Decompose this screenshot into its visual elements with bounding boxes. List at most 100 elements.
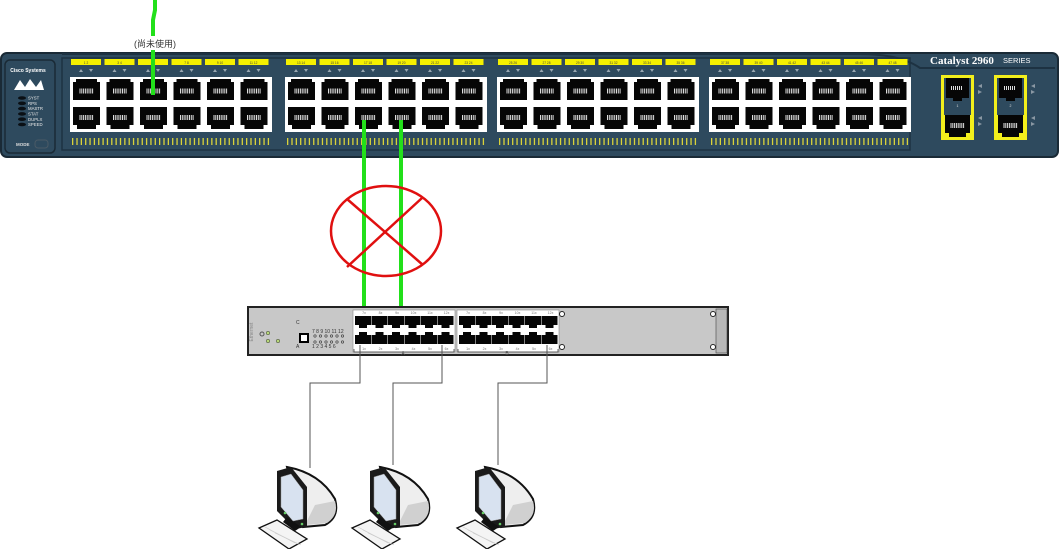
port-pin [887, 88, 889, 94]
patch-port-bottom[interactable] [421, 332, 437, 344]
switch-port-top[interactable] [634, 79, 661, 100]
switch-port-top[interactable] [106, 79, 134, 100]
uplink-rj45-port[interactable] [945, 115, 970, 137]
patch-port-bottom[interactable] [404, 332, 421, 344]
switch-port-bottom[interactable] [173, 107, 201, 129]
switch-port-bottom[interactable] [455, 107, 483, 129]
activity-led [629, 138, 631, 145]
patch-port-top[interactable] [459, 316, 475, 328]
switch-port-bottom[interactable] [712, 107, 739, 129]
switch-port-top[interactable] [321, 79, 349, 100]
switch-port-top[interactable] [288, 79, 315, 100]
switch-port-bottom[interactable] [846, 107, 873, 129]
patch-port-bottom[interactable] [508, 332, 525, 344]
switch-port-bottom[interactable] [388, 107, 416, 129]
switch-port-bottom[interactable] [533, 107, 561, 129]
switch-port-bottom[interactable] [240, 107, 268, 129]
patch-port-bottom[interactable] [525, 332, 541, 344]
switch-port-top[interactable] [240, 79, 268, 100]
patch-port-label: 4x [412, 347, 416, 351]
port-number-label-bg [565, 59, 595, 65]
switch-port-top[interactable] [879, 79, 907, 100]
patch-port-top[interactable] [525, 316, 541, 328]
uplink-rj45-port[interactable] [998, 115, 1023, 137]
switch-port-top[interactable] [207, 79, 234, 100]
switch-port-top[interactable] [73, 79, 100, 100]
patch-port-bottom[interactable] [371, 332, 388, 344]
port-pin [577, 88, 579, 94]
switch-port-bottom[interactable] [140, 107, 167, 129]
switch-port-top[interactable] [567, 79, 594, 100]
switch-port-top[interactable] [667, 79, 695, 100]
switch-port-bottom[interactable] [745, 107, 773, 129]
patch-port-top[interactable] [508, 316, 525, 328]
switch-port-top[interactable] [600, 79, 628, 100]
patch-port-bottom[interactable] [492, 332, 508, 344]
switch-port-top[interactable] [779, 79, 806, 100]
patch-port-bottom[interactable] [355, 332, 371, 344]
switch-port-bottom[interactable] [355, 107, 382, 129]
switch-port-bottom[interactable] [106, 107, 134, 129]
switch-port-bottom[interactable] [779, 107, 806, 129]
patch-port-top[interactable] [475, 316, 492, 328]
switch-port-bottom[interactable] [321, 107, 349, 129]
port-pin [192, 88, 194, 94]
switch-port-bottom[interactable] [207, 107, 234, 129]
patch-port-top[interactable] [437, 316, 454, 328]
patch-port-bottom[interactable] [541, 332, 558, 344]
switch-port-bottom[interactable] [600, 107, 628, 129]
sfp-latch [1006, 96, 1015, 101]
port-pin [467, 88, 469, 94]
patch-port-top[interactable] [388, 316, 404, 328]
mode-button[interactable] [34, 139, 49, 149]
pc-3-icon[interactable] [455, 465, 536, 549]
patch-port-top[interactable] [421, 316, 437, 328]
patch-port-bottom[interactable] [437, 332, 454, 344]
patch-port-top[interactable] [355, 316, 371, 328]
port-pin [731, 115, 733, 120]
switch-port-top[interactable] [455, 79, 483, 100]
patch-port-top[interactable] [492, 316, 508, 328]
switch-port-bottom[interactable] [812, 107, 840, 129]
switch-port-top[interactable] [812, 79, 840, 100]
port-pin [301, 115, 303, 120]
patch-panel[interactable]: Ethernet CA7 8 9 10 11 121 2 3 4 5 6 A7x… [247, 306, 729, 357]
link-down-arrow-icon [122, 69, 127, 72]
switch-port-top[interactable] [500, 79, 527, 100]
uplink-port-1[interactable]: 1 [941, 75, 982, 140]
switch-port-bottom[interactable] [634, 107, 661, 129]
switch-port-top[interactable] [712, 79, 739, 100]
switch-port-top[interactable] [422, 79, 449, 100]
switch-port-top[interactable] [745, 79, 773, 100]
activity-led [263, 138, 265, 145]
switch-port-top[interactable] [533, 79, 561, 100]
patch-port-top[interactable] [404, 316, 421, 328]
port-pin [617, 115, 619, 120]
rj45-port-icon [667, 79, 695, 100]
patch-port-bottom[interactable] [459, 332, 475, 344]
switch-port-top[interactable] [388, 79, 416, 100]
patch-port-top[interactable] [541, 316, 558, 328]
patch-port-top[interactable] [371, 316, 388, 328]
pc-2-icon[interactable] [350, 465, 431, 549]
switch-port-top[interactable] [355, 79, 382, 100]
switch-port-bottom[interactable] [879, 107, 907, 129]
switch-port-bottom[interactable] [73, 107, 100, 129]
switch-port-bottom[interactable] [422, 107, 449, 129]
pc-1-icon[interactable] [257, 465, 338, 549]
catalyst-switch[interactable]: Cisco Systems SYSTRPSMASTRSTATDUPLXSPEED… [0, 52, 1059, 158]
switch-port-bottom[interactable] [288, 107, 315, 129]
port-pin [329, 115, 331, 120]
patch-port-bottom[interactable] [475, 332, 492, 344]
uplink-button[interactable] [299, 333, 309, 343]
port-pin [755, 88, 757, 94]
switch-port-bottom[interactable] [500, 107, 527, 129]
port-pin [465, 88, 467, 94]
switch-port-top[interactable] [846, 79, 873, 100]
uplink-port-2[interactable]: 2 [994, 75, 1035, 140]
switch-port-top[interactable] [173, 79, 201, 100]
switch-port-bottom[interactable] [567, 107, 594, 129]
switch-port-bottom[interactable] [667, 107, 695, 129]
patch-port-bottom[interactable] [388, 332, 404, 344]
